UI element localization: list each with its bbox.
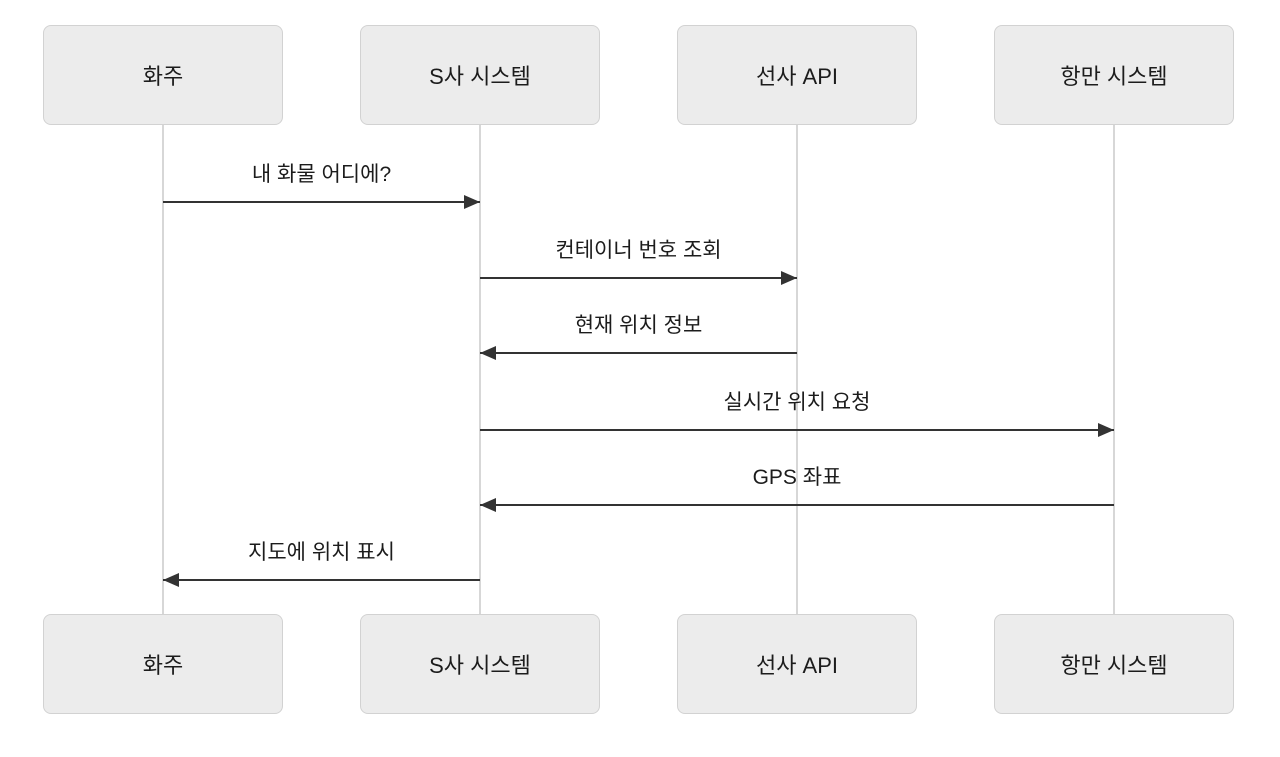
actor-label: 항만 시스템 xyxy=(1060,653,1168,678)
message-label: 내 화물 어디에? xyxy=(251,163,392,186)
lifeline-s-company-system xyxy=(479,125,481,616)
actor-label: S사 시스템 xyxy=(429,64,531,89)
arrowhead-left-icon xyxy=(480,346,496,360)
lifeline-port-system xyxy=(1113,125,1115,616)
arrowhead-left-icon xyxy=(480,498,496,512)
actor-label: 항만 시스템 xyxy=(1060,64,1168,89)
message-arrow-line xyxy=(163,579,480,581)
message-label: 실시간 위치 요청 xyxy=(723,391,871,414)
arrowhead-right-icon xyxy=(781,271,797,285)
message-container-number-lookup: 컨테이너 번호 조회 xyxy=(480,236,797,285)
message-show-location-on-map: 지도에 위치 표시 xyxy=(163,538,480,587)
lifeline-shipper xyxy=(162,125,164,616)
actor-bottom-s-company-system: S사 시스템 xyxy=(360,614,600,714)
arrowhead-right-icon xyxy=(1098,423,1114,437)
message-arrow-line xyxy=(480,429,1114,431)
actor-label: 화주 xyxy=(142,64,184,89)
arrowhead-left-icon xyxy=(163,573,179,587)
message-arrow-line xyxy=(480,504,1114,506)
lifeline-carrier-api xyxy=(796,125,798,616)
actor-bottom-carrier-api: 선사 API xyxy=(677,614,917,714)
message-label: 현재 위치 정보 xyxy=(574,314,703,337)
message-label: 지도에 위치 표시 xyxy=(248,541,395,564)
actor-label: 선사 API xyxy=(755,64,839,89)
message-where-is-my-cargo: 내 화물 어디에? xyxy=(163,160,480,209)
message-label: GPS 좌표 xyxy=(752,466,842,489)
message-gps-coordinates: GPS 좌표 xyxy=(480,463,1114,512)
message-arrow-line xyxy=(163,201,480,203)
message-label: 컨테이너 번호 조회 xyxy=(555,239,722,262)
message-arrow-line xyxy=(480,352,797,354)
actor-bottom-port-system: 항만 시스템 xyxy=(994,614,1234,714)
actor-label: S사 시스템 xyxy=(429,653,531,678)
actor-top-carrier-api: 선사 API xyxy=(677,25,917,125)
arrowhead-right-icon xyxy=(464,195,480,209)
message-arrow-line xyxy=(480,277,797,279)
actor-label: 화주 xyxy=(142,653,184,678)
actor-top-shipper: 화주 xyxy=(43,25,283,125)
actor-bottom-shipper: 화주 xyxy=(43,614,283,714)
actor-top-s-company-system: S사 시스템 xyxy=(360,25,600,125)
actor-label: 선사 API xyxy=(755,653,839,678)
actor-top-port-system: 항만 시스템 xyxy=(994,25,1234,125)
message-realtime-location-request: 실시간 위치 요청 xyxy=(480,388,1114,437)
message-current-location-info: 현재 위치 정보 xyxy=(480,311,797,360)
